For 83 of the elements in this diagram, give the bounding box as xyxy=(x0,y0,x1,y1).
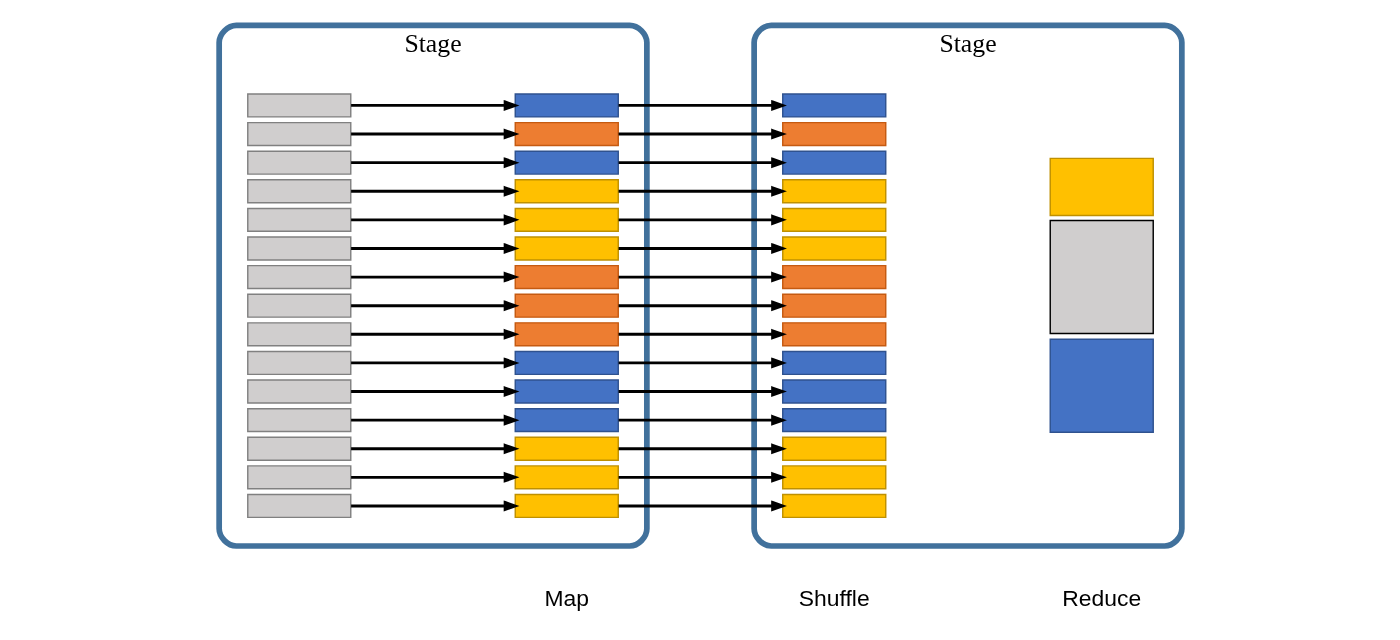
node-bar xyxy=(781,407,886,433)
label: Reduce xyxy=(1061,584,1141,611)
node-bar xyxy=(514,407,619,433)
arrow xyxy=(350,443,519,455)
node-bar xyxy=(246,179,351,204)
node-box xyxy=(1049,338,1154,433)
label: Map xyxy=(544,584,589,611)
node-box xyxy=(1049,157,1154,217)
node-bar xyxy=(781,264,886,290)
node-bar xyxy=(246,322,351,347)
arrow xyxy=(618,99,787,111)
arrow xyxy=(618,242,787,254)
node-bar xyxy=(781,293,886,318)
node-bar xyxy=(514,379,619,404)
node-bar xyxy=(514,436,619,461)
cluster: Stage xyxy=(750,22,1185,549)
node-bar xyxy=(246,236,351,261)
node-bar xyxy=(246,407,351,433)
arrow xyxy=(350,357,519,369)
node-bar xyxy=(514,322,619,347)
node-box xyxy=(1049,219,1154,335)
node-bar xyxy=(781,465,886,490)
node-bar xyxy=(514,121,619,147)
arrow xyxy=(618,328,787,340)
arrow xyxy=(618,157,787,169)
arrow xyxy=(618,185,787,197)
arrow xyxy=(350,128,519,140)
node-bar xyxy=(246,293,351,318)
node-bar xyxy=(781,121,886,147)
node-bar xyxy=(781,493,886,519)
arrow xyxy=(350,157,519,169)
node-bar xyxy=(246,350,351,376)
arrow xyxy=(618,386,787,398)
node-bar xyxy=(246,121,351,147)
arrow xyxy=(618,128,787,140)
node-bar xyxy=(514,236,619,261)
node-bar xyxy=(514,465,619,490)
node-bar xyxy=(514,207,619,233)
node-bar xyxy=(781,93,886,118)
node-bar xyxy=(246,436,351,461)
arrow xyxy=(350,271,519,283)
arrow xyxy=(350,185,519,197)
node-bar xyxy=(246,379,351,404)
node-bar xyxy=(246,93,351,118)
node-bar xyxy=(246,207,351,233)
node-bar xyxy=(514,264,619,290)
node-bar xyxy=(514,493,619,519)
node-bar xyxy=(781,207,886,233)
arrow xyxy=(618,357,787,369)
arrow xyxy=(350,386,519,398)
node-bar xyxy=(246,493,351,519)
arrow xyxy=(350,328,519,340)
arrow xyxy=(350,500,519,512)
node-bar xyxy=(514,350,619,376)
arrow xyxy=(618,271,787,283)
arrow xyxy=(350,300,519,312)
node-bar xyxy=(246,465,351,490)
arrow xyxy=(618,471,787,483)
arrow xyxy=(618,443,787,455)
node-bar xyxy=(514,150,619,175)
label: Shuffle xyxy=(798,584,870,611)
node-bar xyxy=(781,179,886,204)
node-bar xyxy=(781,322,886,347)
node-bar xyxy=(781,379,886,404)
node-bar xyxy=(514,93,619,118)
arrow xyxy=(350,242,519,254)
node-bar xyxy=(246,264,351,290)
node-bar xyxy=(514,293,619,318)
arrow xyxy=(618,414,787,426)
arrow xyxy=(350,471,519,483)
arrow xyxy=(618,214,787,226)
node-bar xyxy=(781,236,886,261)
node-bar xyxy=(514,179,619,204)
arrow xyxy=(618,300,787,312)
node-bar xyxy=(781,350,886,376)
arrow xyxy=(350,214,519,226)
arrow xyxy=(350,99,519,111)
node-bar xyxy=(781,436,886,461)
arrow xyxy=(350,414,519,426)
cluster: Stage xyxy=(215,22,650,549)
node-bar xyxy=(246,150,351,175)
arrow xyxy=(618,500,787,512)
node-bar xyxy=(781,150,886,175)
